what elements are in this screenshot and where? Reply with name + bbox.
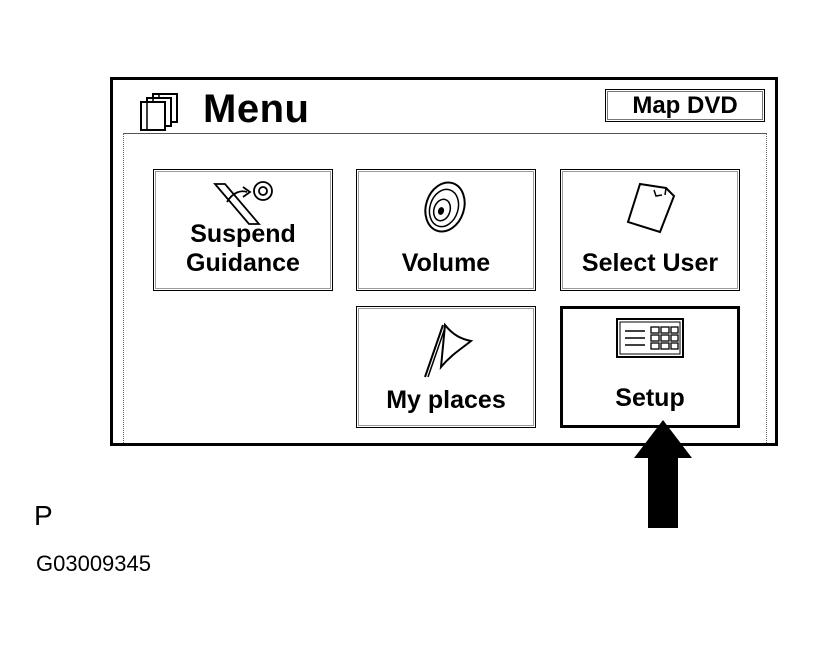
map-dvd-button[interactable]: Map DVD bbox=[605, 89, 765, 122]
my-places-label: My places bbox=[386, 386, 506, 414]
content-frame-left bbox=[123, 133, 124, 443]
speaker-icon bbox=[424, 181, 466, 233]
suspend-route-icon bbox=[213, 181, 273, 225]
figure-id: G03009345 bbox=[36, 551, 151, 576]
figure-code: P bbox=[34, 500, 53, 531]
suspend-guidance-button[interactable]: Suspend Guidance bbox=[153, 169, 333, 291]
menu-pages-icon bbox=[140, 93, 178, 131]
header-divider bbox=[123, 133, 767, 134]
content-frame-right bbox=[766, 133, 767, 443]
suspend-guidance-label: Suspend Guidance bbox=[186, 220, 300, 277]
arrow-up-icon bbox=[634, 420, 692, 528]
memory-card-icon bbox=[626, 182, 676, 234]
flag-icon bbox=[424, 322, 474, 378]
volume-label: Volume bbox=[401, 249, 491, 277]
my-places-button[interactable]: My places bbox=[356, 306, 536, 428]
volume-button[interactable]: Volume bbox=[356, 169, 536, 291]
setup-button[interactable]: Setup bbox=[560, 306, 740, 428]
page-title: Menu bbox=[203, 87, 310, 131]
settings-panel-icon bbox=[616, 318, 684, 358]
select-user-button[interactable]: Select User bbox=[560, 169, 740, 291]
select-user-label: Select User bbox=[581, 249, 719, 277]
setup-label: Setup bbox=[615, 384, 685, 412]
navigation-screen: Menu Map DVD Suspend Guidance Volume bbox=[110, 77, 778, 446]
